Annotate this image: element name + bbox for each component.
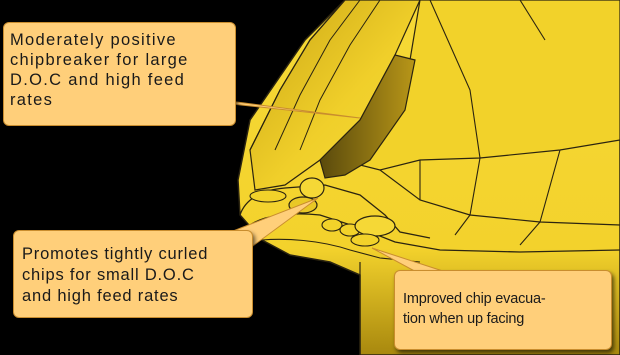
callout-text-line: tion when up facing <box>403 309 607 329</box>
callout-text-line: D.O.C and high feed <box>10 70 229 90</box>
callout-text-line: Improved chip evacua- <box>403 289 607 309</box>
callout-text-line: rates <box>10 90 229 110</box>
callout-chip-evacuation: Improved chip evacua- tion when up facin… <box>394 270 612 350</box>
callout-text-line: Moderately positive <box>10 30 229 50</box>
chipbreaker-bump-small <box>355 216 395 236</box>
callout-text-line: and high feed rates <box>22 286 244 307</box>
callout-small-doc: Promotes tightly curled chips for small … <box>13 230 253 318</box>
callout-text-line: chips for small D.O.C <box>22 265 244 286</box>
callout-text-line: Promotes tightly curled <box>22 244 244 265</box>
callout-text-line: chipbreaker for large <box>10 50 229 70</box>
chipbreaker-bump-large <box>300 178 324 198</box>
callout-large-doc: Moderately positive chipbreaker for larg… <box>3 22 236 126</box>
